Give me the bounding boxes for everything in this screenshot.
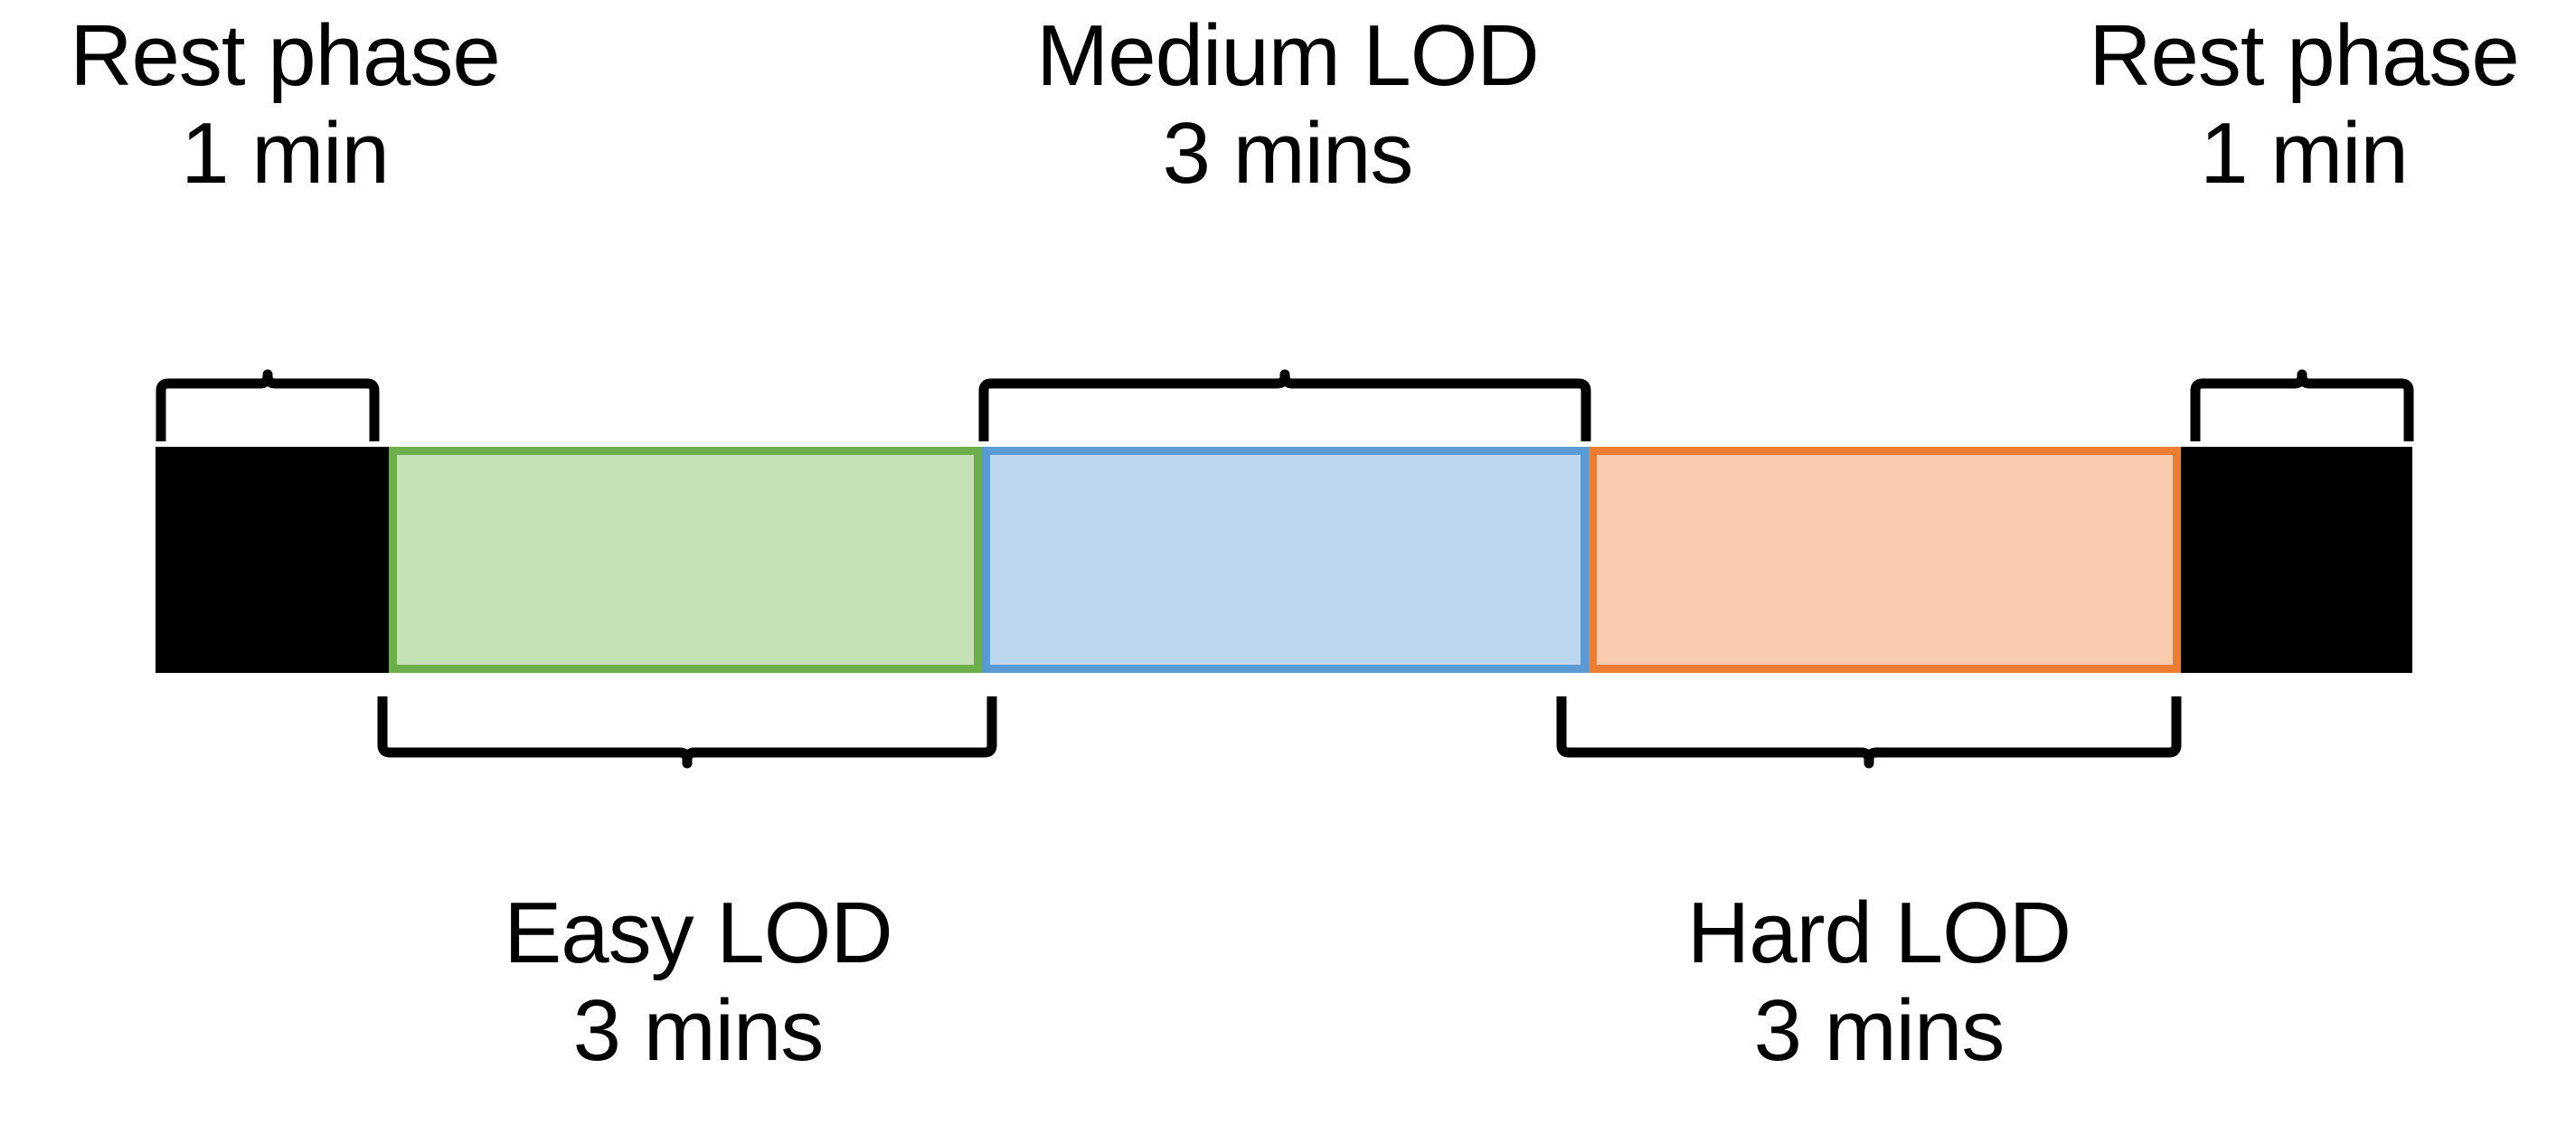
segment-hard-lod[interactable] (1589, 447, 2181, 673)
label-rest-phase-right-duration: 1 min (2200, 105, 2409, 202)
brace-easy-lod-icon (377, 693, 997, 769)
label-easy-lod-duration: 3 mins (572, 982, 825, 1079)
timeline-bar (156, 447, 2412, 673)
label-medium-lod: Medium LOD 3 mins (917, 13, 1658, 197)
label-rest-phase-left-duration: 1 min (181, 105, 390, 202)
segment-rest-right[interactable] (2181, 447, 2412, 673)
segment-easy-lod[interactable] (389, 447, 982, 673)
label-hard-lod-title: Hard LOD (1686, 885, 2071, 981)
segment-medium-lod[interactable] (982, 447, 1589, 673)
segment-rest-left[interactable] (156, 447, 389, 673)
brace-hard-lod-icon (1556, 693, 2182, 769)
label-rest-phase-right-title: Rest phase (2089, 7, 2520, 104)
brace-rest-phase-right-icon (2190, 369, 2414, 445)
label-easy-lod: Easy LOD 3 mins (400, 890, 996, 1074)
label-medium-lod-title: Medium LOD (1036, 7, 1540, 104)
label-rest-phase-right: Rest phase 1 min (2015, 13, 2576, 197)
label-rest-phase-left-title: Rest phase (70, 7, 501, 104)
brace-rest-phase-left-icon (156, 369, 380, 445)
label-rest-phase-left: Rest phase 1 min (0, 13, 574, 197)
label-hard-lod-duration: 3 mins (1753, 982, 2005, 1079)
brace-medium-lod-icon (978, 369, 1591, 445)
label-medium-lod-duration: 3 mins (1162, 105, 1414, 202)
label-hard-lod: Hard LOD 3 mins (1581, 890, 2177, 1074)
label-easy-lod-title: Easy LOD (504, 885, 892, 981)
